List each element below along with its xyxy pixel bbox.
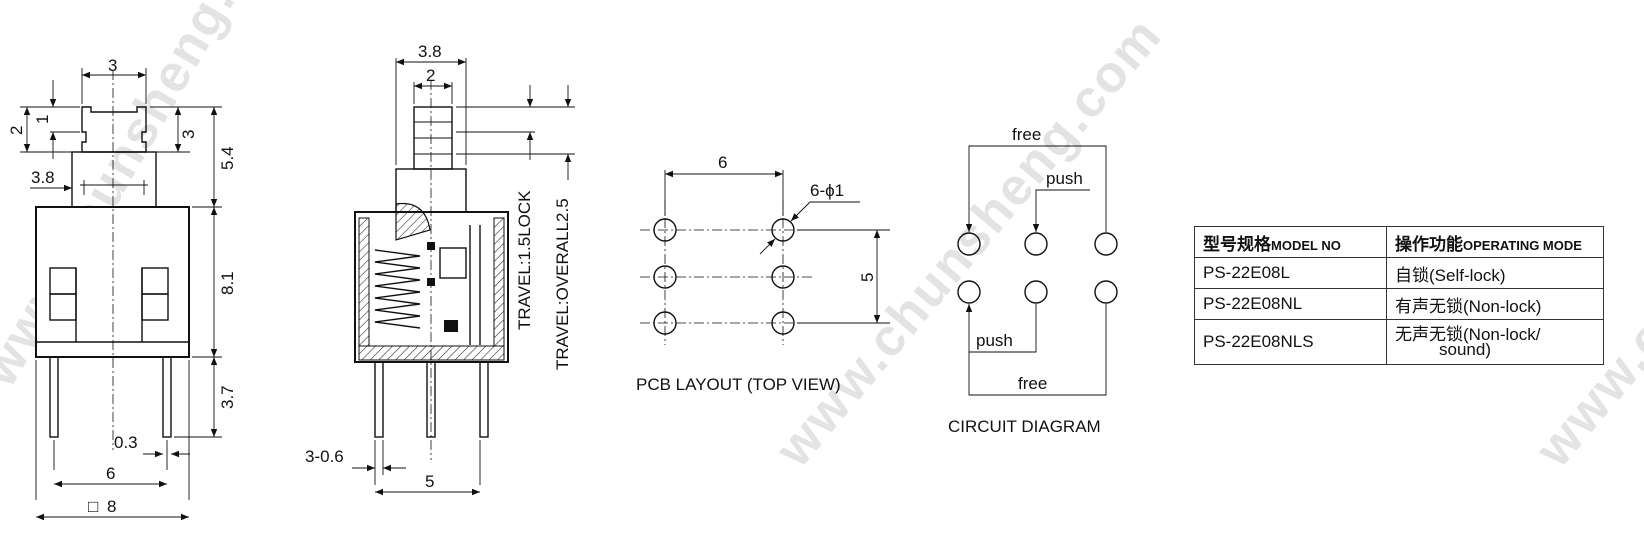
circuit-push-top: push	[1046, 169, 1083, 188]
pcb-dim-5: 5	[858, 273, 877, 282]
section-travel-lock: TRAVEL:1.5LOCK	[515, 190, 534, 330]
side-dim-top-width: 3	[108, 56, 117, 75]
circuit-terminal-2	[1024, 232, 1048, 256]
circuit-free-bottom: free	[1018, 374, 1047, 393]
side-dim-3: 3	[179, 130, 198, 139]
header-model-cn: 型号规格	[1203, 234, 1271, 254]
pcb-layout: 6 6-ϕ1 5 PCB LAYOUT (TOP VIEW)	[636, 153, 890, 394]
pcb-hole-label: 6-ϕ1	[810, 181, 844, 200]
table-header-row: 型号规格MODEL NO 操作功能OPERATING MODE	[1194, 226, 1604, 258]
table-row: PS-22E08NL 有声无锁(Non-lock)	[1194, 288, 1604, 320]
pcb-hole-6	[771, 311, 795, 335]
header-mode: 操作功能OPERATING MODE	[1386, 226, 1604, 258]
side-dim-1: 1	[33, 115, 52, 124]
side-dim-3-8: 3.8	[31, 168, 55, 187]
pcb-hole-5	[653, 311, 677, 335]
section-dim-2: 2	[426, 66, 435, 85]
mode-cell: 无声无锁(Non-lock/ sound)	[1386, 319, 1604, 365]
side-dim-square-8: 8	[107, 497, 116, 516]
side-dim-2: 2	[7, 126, 26, 135]
section-dim-pins: 3-0.6	[305, 447, 344, 466]
side-dim-8-1: 8.1	[218, 271, 237, 295]
pcb-caption: PCB LAYOUT (TOP VIEW)	[636, 375, 841, 394]
model-cell: PS-22E08NLS	[1194, 319, 1387, 365]
model-table: 型号规格MODEL NO 操作功能OPERATING MODE PS-22E08…	[1194, 226, 1604, 365]
circuit-terminal-5	[1024, 280, 1048, 304]
model-cell: PS-22E08L	[1194, 257, 1387, 289]
pcb-hole-1	[653, 218, 677, 242]
side-dim-3-7: 3.7	[218, 385, 237, 409]
section-dim-pitch-5: 5	[425, 472, 434, 491]
pcb-dim-6: 6	[718, 153, 727, 172]
mode-line-2: sound)	[1439, 340, 1491, 359]
section-travel-overall: TRAVEL:OVERALL2.5	[553, 198, 572, 370]
mode-cell: 有声无锁(Non-lock)	[1386, 288, 1604, 320]
header-mode-cn: 操作功能	[1395, 234, 1463, 254]
pcb-hole-4	[771, 265, 795, 289]
circuit-terminal-6	[1094, 280, 1118, 304]
header-model-en: MODEL NO	[1271, 237, 1341, 253]
header-mode-en: OPERATING MODE	[1463, 237, 1582, 253]
circuit-terminal-3	[1094, 232, 1118, 256]
table-row: PS-22E08L 自锁(Self-lock)	[1194, 257, 1604, 289]
mode-line-1: 无声无锁(Non-lock/	[1395, 325, 1541, 344]
circuit-terminal-1	[957, 232, 981, 256]
pcb-hole-2	[771, 218, 795, 242]
section-dim-3-8: 3.8	[418, 42, 442, 61]
table-row: PS-22E08NLS 无声无锁(Non-lock/ sound)	[1194, 319, 1604, 365]
model-cell: PS-22E08NL	[1194, 288, 1387, 320]
circuit-free-top: free	[1012, 125, 1041, 144]
side-view: 3 2 1 3 5.4 3.8 8.1 3.7 0.3 6 □ 8	[7, 56, 237, 521]
section-view: 3.8 2 TRAVEL:1.5LOCK TRAVEL:OVERALL2.5 3…	[305, 42, 575, 496]
circuit-push-bottom: push	[976, 331, 1013, 350]
header-model: 型号规格MODEL NO	[1194, 226, 1387, 258]
side-dim-square-symbol: □	[88, 497, 98, 516]
circuit-terminal-4	[957, 280, 981, 304]
circuit-diagram: free push push free CIRCUIT DIAGRAM	[948, 125, 1118, 436]
circuit-caption: CIRCUIT DIAGRAM	[948, 417, 1101, 436]
side-dim-pitch-6: 6	[106, 464, 115, 483]
pcb-hole-3	[653, 265, 677, 289]
side-dim-0-3: 0.3	[114, 433, 138, 452]
side-dim-5-4: 5.4	[218, 146, 237, 170]
watermark-2: www.chunsheng.com	[764, 6, 1173, 478]
mode-cell: 自锁(Self-lock)	[1386, 257, 1604, 289]
